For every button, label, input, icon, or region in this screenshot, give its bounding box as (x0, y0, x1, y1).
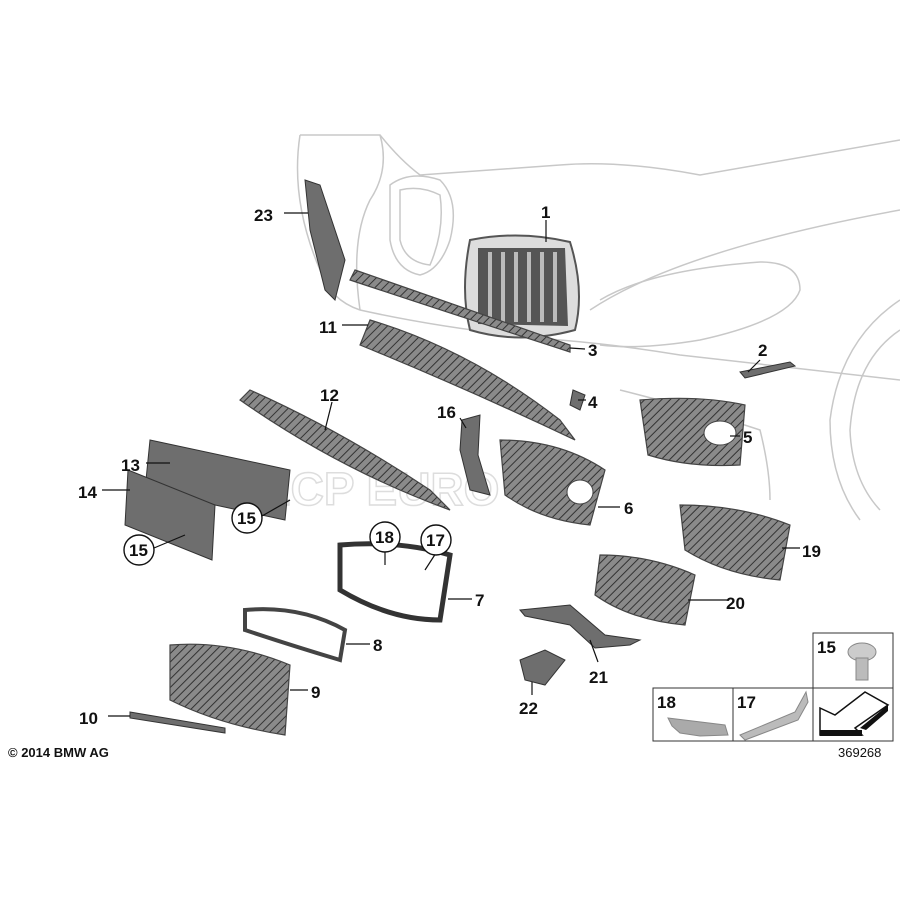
copyright: © 2014 BMW AG (8, 745, 109, 760)
label-22: 22 (519, 699, 538, 718)
part-8-frame (243, 607, 348, 663)
part-14-plate (124, 469, 216, 561)
part-9-grille (169, 643, 291, 736)
inset-legend: 15 18 17 (652, 632, 894, 742)
label-10: 10 (79, 709, 98, 728)
circled-label-15b: 15 (129, 541, 148, 560)
label-12: 12 (320, 386, 339, 405)
inset-label-17: 17 (737, 693, 756, 712)
label-4: 4 (588, 393, 598, 412)
part-22-cover (519, 649, 566, 686)
part-5-fog-grille (639, 397, 746, 467)
label-14: 14 (78, 483, 97, 502)
label-20: 20 (726, 594, 745, 613)
label-21: 21 (589, 668, 608, 687)
label-11: 11 (319, 318, 337, 337)
inset-label-15: 15 (817, 638, 836, 657)
label-13: 13 (121, 456, 140, 475)
circled-label-17: 17 (426, 531, 445, 550)
part-19-fog-grille (679, 504, 791, 581)
circled-label-18: 18 (375, 528, 394, 547)
leader-lines (102, 212, 800, 717)
label-3: 3 (588, 341, 597, 360)
arrow-icon (819, 691, 890, 736)
part-4-clip (569, 389, 586, 411)
label-23: 23 (254, 206, 273, 225)
clip-18-icon (667, 717, 729, 737)
part-12-side-grille (239, 389, 451, 511)
label-5: 5 (743, 428, 752, 447)
part-23-bracket (304, 179, 346, 301)
label-2: 2 (758, 341, 767, 360)
label-6: 6 (624, 499, 633, 518)
label-16: 16 (437, 403, 456, 422)
part-16-bracket (459, 414, 491, 496)
part-20-fog-grille (594, 554, 696, 626)
label-19: 19 (802, 542, 821, 561)
car-outline (296, 134, 900, 521)
part-21-trim (519, 604, 642, 649)
part-6-fog-grille (499, 439, 606, 526)
clip-17-icon (739, 690, 809, 741)
part-labels: 1 2 3 4 5 6 7 8 9 10 11 12 13 14 16 19 2… (78, 203, 821, 728)
inset-label-18: 18 (657, 693, 676, 712)
part-1-kidney-grille (464, 234, 580, 339)
label-9: 9 (311, 683, 320, 702)
label-1: 1 (541, 203, 550, 222)
part-3-upper-grille (349, 269, 571, 353)
part-11-center-grille (359, 319, 576, 441)
screw-icon (847, 642, 877, 681)
label-8: 8 (373, 636, 382, 655)
circled-label-15a: 15 (237, 509, 256, 528)
label-7: 7 (475, 591, 484, 610)
part-13-plate (144, 439, 291, 521)
drawing-number: 369268 (838, 745, 881, 760)
part-2-trim (739, 361, 797, 379)
